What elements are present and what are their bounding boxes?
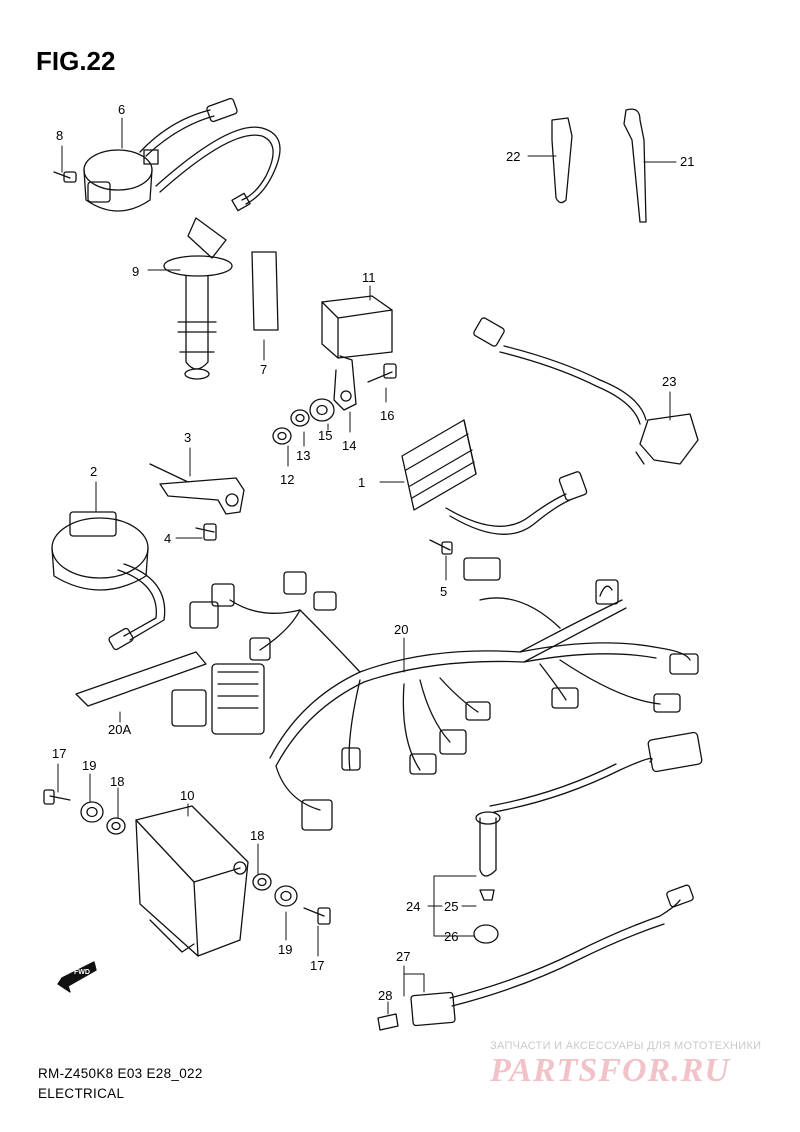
ignition-coil-part	[53, 97, 281, 212]
callout-28: 28	[378, 988, 392, 1003]
leader-lines	[57, 117, 677, 1015]
callout-23: 23	[662, 374, 676, 389]
callout-21: 21	[680, 154, 694, 169]
pad-part-7	[251, 251, 279, 331]
regulator-rectifier-part	[401, 419, 588, 555]
callout-15: 15	[318, 428, 332, 443]
sensor-part-23	[473, 317, 699, 465]
callout-24: 24	[406, 899, 420, 914]
callout-13: 13	[296, 448, 310, 463]
callout-18-right: 18	[250, 828, 264, 843]
callout-9: 9	[132, 264, 139, 279]
relay-part	[321, 295, 393, 411]
section-name: ELECTRICAL	[38, 1086, 125, 1101]
callout-26: 26	[444, 929, 458, 944]
callout-18-left: 18	[110, 774, 124, 789]
watermark-logo: PARTSFOR.RU	[490, 1052, 730, 1089]
callout-20: 20	[394, 622, 408, 637]
callout-7: 7	[260, 362, 267, 377]
fasteners-12-13-15-16	[272, 363, 397, 445]
callout-6: 6	[118, 102, 125, 117]
callout-17-right: 17	[310, 958, 324, 973]
callout-17-left: 17	[52, 746, 66, 761]
callout-labels: 6 8 9 7 11 16 14 15 13 12 1 5 3 4 2 22 2…	[52, 102, 694, 1003]
ecm-part-10	[135, 805, 249, 957]
callout-2: 2	[90, 464, 97, 479]
callout-14: 14	[342, 438, 356, 453]
bracket-part-3	[149, 463, 245, 541]
cable-tie-part-21	[623, 108, 647, 223]
fuse-holder-part-27	[377, 884, 694, 1031]
callout-19-right: 19	[278, 942, 292, 957]
mount-hardware-right	[252, 873, 331, 925]
callout-20a: 20A	[108, 722, 131, 737]
lead-wire-part-24	[473, 731, 703, 944]
model-code: RM-Z450K8 E03 E28_022	[38, 1066, 203, 1081]
callout-4: 4	[164, 531, 171, 546]
band-clamp-part-22	[551, 117, 573, 204]
spark-plug-cap-part	[163, 217, 233, 380]
callout-10: 10	[180, 788, 194, 803]
tape-part-20a	[75, 651, 207, 707]
callout-3: 3	[184, 430, 191, 445]
callout-22: 22	[506, 149, 520, 164]
wiring-harness-part-20	[171, 557, 699, 831]
watermark-caption: ЗАПЧАСТИ И АКСЕССУАРЫ ДЛЯ МОТОТЕХНИКИ	[490, 1040, 762, 1052]
callout-16: 16	[380, 408, 394, 423]
callout-1: 1	[358, 475, 365, 490]
mount-hardware-left	[43, 789, 126, 835]
callout-8: 8	[56, 128, 63, 143]
callout-19-left: 19	[82, 758, 96, 773]
callout-27: 27	[396, 949, 410, 964]
condenser-part	[51, 511, 166, 651]
callout-12: 12	[280, 472, 294, 487]
callout-11: 11	[362, 270, 376, 285]
callout-25: 25	[444, 899, 458, 914]
fwd-label: FWD	[74, 969, 90, 976]
callout-5: 5	[440, 584, 447, 599]
figure-title: FIG.22	[36, 46, 116, 76]
fwd-arrow-icon: FWD	[57, 961, 97, 993]
